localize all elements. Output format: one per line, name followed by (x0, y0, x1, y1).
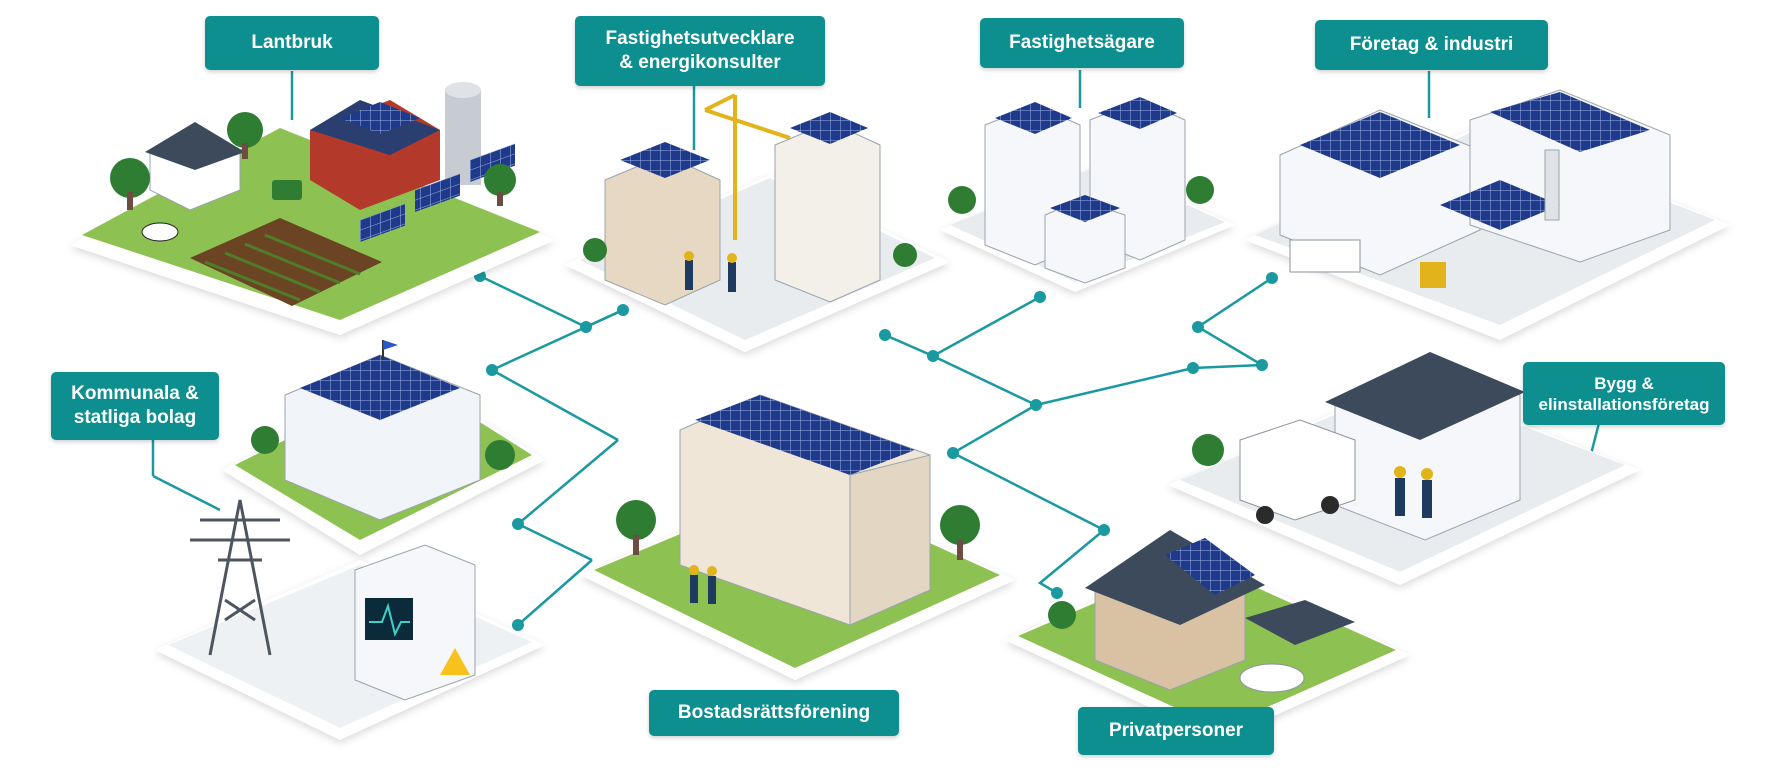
factory-scene (1245, 89, 1730, 340)
factory-icon (1279, 89, 1671, 276)
office-scene (940, 97, 1235, 292)
label-fastighetsutvecklare-line2: & energikonsulter (619, 52, 781, 73)
label-fastighetsutvecklare: Fastighetsutvecklare & energikonsulter (575, 16, 825, 86)
grid-scene (155, 499, 545, 740)
label-privatpersoner-text: Privatpersoner (1108, 720, 1244, 741)
house-scene (1005, 530, 1410, 740)
label-bostadsratt-text: Bostadsrättsförening (677, 702, 871, 723)
apartment-scene (580, 394, 1015, 680)
power-pylon-icon (190, 499, 290, 656)
label-bostadsrattsforening: Bostadsrättsförening (649, 690, 899, 736)
municipal-scene (222, 340, 545, 555)
house-carport-icon (1085, 530, 1355, 693)
label-fastighetsagare-text: Fastighetsägare (1009, 32, 1155, 53)
label-bygg-line2: elinstallationsföretag (1538, 394, 1710, 414)
construction-scene (565, 93, 950, 352)
garage-van-icon (1239, 352, 1525, 541)
installer-scene (1168, 352, 1640, 585)
label-lantbruk-text: Lantbruk (251, 32, 333, 53)
city-hall-icon (284, 340, 481, 521)
label-kommunala-line1: Kommunala & (71, 383, 199, 404)
crane-icon (704, 93, 791, 240)
label-kommunala-statliga: Kommunala & statliga bolag (51, 372, 219, 440)
label-bygg-line1: Bygg & (1594, 373, 1654, 393)
label-privatpersoner: Privatpersoner (1078, 707, 1274, 755)
label-fastighetsagare: Fastighetsägare (980, 18, 1184, 68)
label-foretag-industri: Företag & industri (1315, 20, 1548, 70)
energy-storage-icon (354, 544, 476, 701)
office-buildings-icon (984, 97, 1186, 284)
label-fastighetsutvecklare-line1: Fastighetsutvecklare (605, 28, 795, 49)
label-foretag-text: Företag & industri (1349, 34, 1514, 55)
farm-scene (70, 82, 555, 335)
label-kommunala-line2: statliga bolag (73, 407, 197, 428)
apartment-building-icon (679, 394, 931, 626)
label-bygg-elinstallation: Bygg & elinstallationsföretag (1523, 362, 1725, 425)
label-lantbruk: Lantbruk (205, 16, 379, 70)
